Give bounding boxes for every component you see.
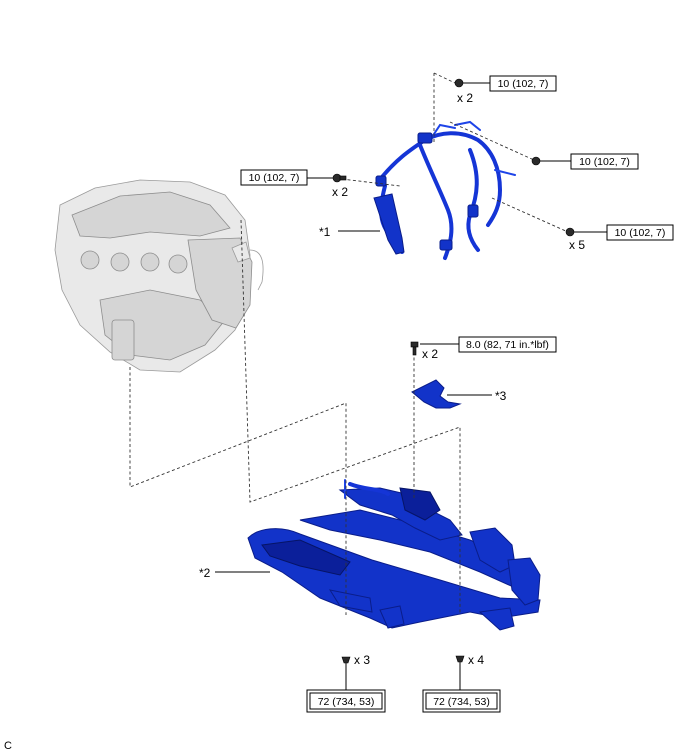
bolt-icon	[531, 156, 541, 166]
bolt-icon	[455, 655, 465, 663]
part-callout-3: *3	[495, 389, 507, 403]
torque-spec-left: 10 (102, 7)	[240, 169, 308, 186]
svg-text:10 (102, 7): 10 (102, 7)	[249, 172, 300, 184]
torque-spec-top: 10 (102, 7)	[489, 75, 557, 92]
bolt-icon	[565, 227, 575, 237]
assembly-guide-lines	[129, 72, 569, 615]
svg-text:72 (734, 53): 72 (734, 53)	[318, 696, 375, 708]
torque-spec-bottom-right: 72 (734, 53)	[422, 689, 501, 713]
svg-text:10 (102, 7): 10 (102, 7)	[615, 227, 666, 239]
svg-text:8.0 (82, 71 in.*lbf): 8.0 (82, 71 in.*lbf)	[466, 339, 549, 351]
qty-left: x 2	[332, 185, 348, 199]
bolt-icon	[341, 656, 351, 664]
svg-text:10 (102, 7): 10 (102, 7)	[498, 78, 549, 90]
torque-spec-lower-right: 10 (102, 7)	[606, 224, 674, 241]
leader-lines	[215, 82, 607, 690]
bracket-illustration	[411, 379, 462, 409]
wire-harness-illustration	[373, 120, 516, 260]
bolt-icon	[410, 341, 419, 356]
qty-bottom-left: x 3	[354, 653, 370, 667]
qty-bottom-right: x 4	[468, 653, 484, 667]
torque-spec-bottom-left: 72 (734, 53)	[306, 689, 386, 713]
svg-text:10 (102, 7): 10 (102, 7)	[579, 156, 630, 168]
bolt-icon	[454, 78, 464, 88]
figure-code: C	[4, 740, 12, 752]
torque-spec-middle: 8.0 (82, 71 in.*lbf)	[458, 336, 557, 353]
qty-top: x 2	[457, 91, 473, 105]
torque-spec-right: 10 (102, 7)	[570, 153, 639, 170]
part-callout-1: *1	[319, 225, 331, 239]
engine-assembly-illustration	[54, 179, 264, 373]
svg-text:72 (734, 53): 72 (734, 53)	[433, 696, 490, 708]
suspension-crossmember-illustration	[247, 479, 541, 631]
part-callout-2: *2	[199, 566, 211, 580]
bolt-icon	[332, 173, 347, 183]
qty-lower-right: x 5	[569, 238, 585, 252]
qty-middle: x 2	[422, 347, 438, 361]
